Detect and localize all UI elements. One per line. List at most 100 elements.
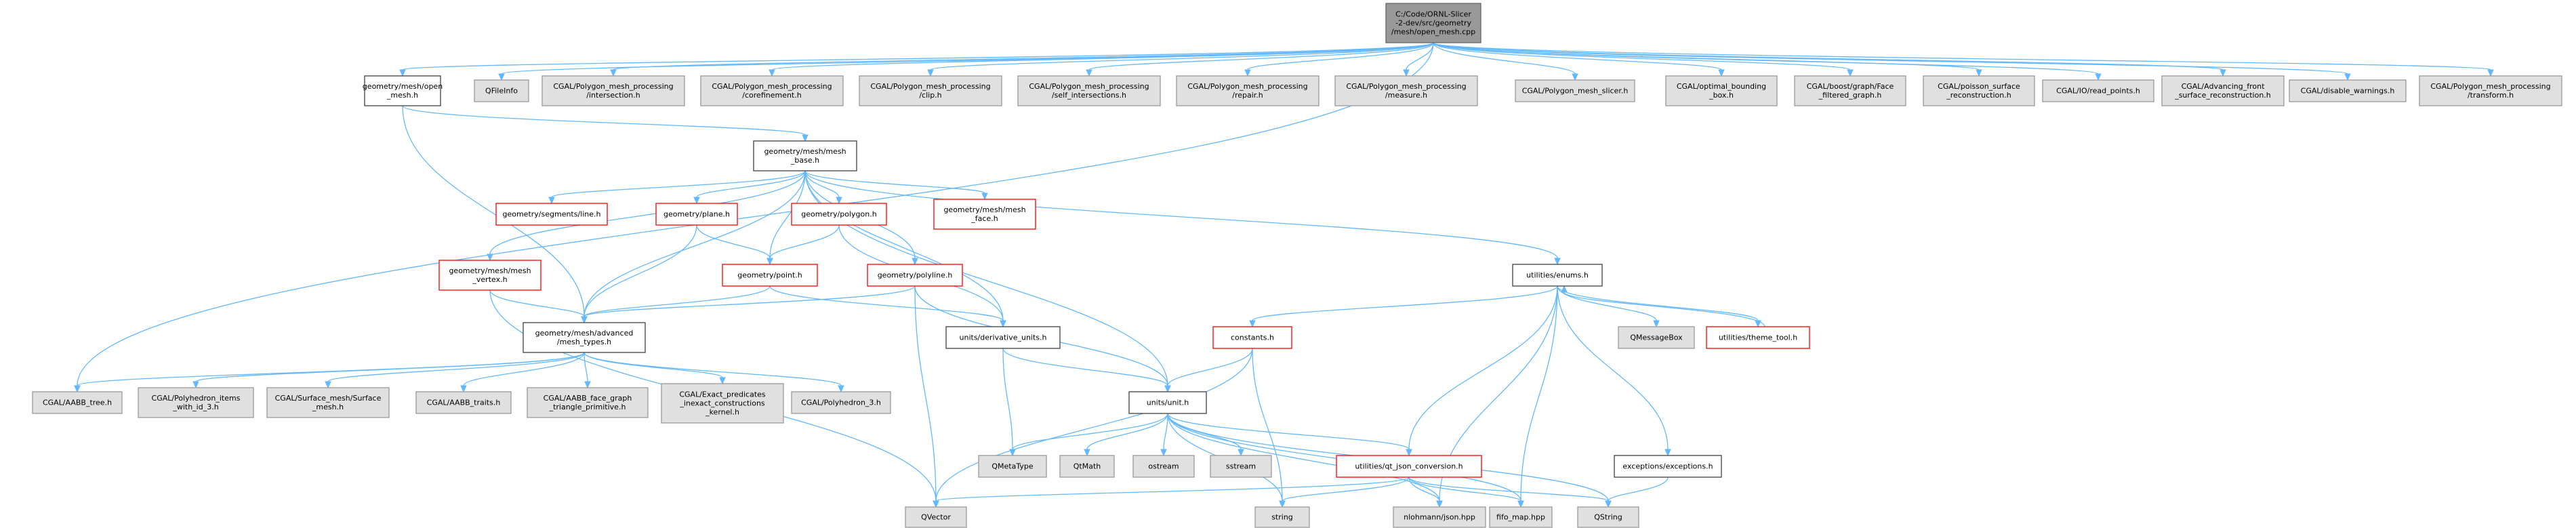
arrowhead [325, 381, 331, 389]
node-box [700, 75, 844, 106]
node-plane[interactable]: geometry/plane.h [655, 203, 738, 226]
node-pmp-intersection: CGAL/Polygon_mesh_processing/intersectio… [541, 75, 685, 106]
arrowhead [1664, 449, 1671, 457]
node-box [1618, 326, 1695, 349]
node-sstream: sstream [1210, 455, 1272, 478]
node-box [523, 322, 646, 353]
node-open-mesh[interactable]: geometry/mesh/open_mesh.h [363, 75, 443, 106]
node-box [1794, 75, 1906, 106]
node-box [1515, 79, 1635, 102]
arrowhead [584, 381, 591, 389]
node-polyline[interactable]: geometry/polyline.h [867, 264, 963, 287]
arrowhead [1084, 449, 1090, 457]
arrowhead [1561, 285, 1568, 293]
node-mesh-face[interactable]: geometry/mesh/mesh_face.h [933, 199, 1036, 230]
node-label: ostream [1148, 462, 1179, 471]
node-face-filtered: CGAL/boost/graph/Face_filtered_graph.h [1794, 75, 1906, 106]
arrowhead [2220, 69, 2226, 77]
node-theme-tool[interactable]: utilities/theme_tool.h [1706, 326, 1810, 349]
node-label: utilities/enums.h [1526, 271, 1589, 280]
node-poisson: CGAL/poisson_surface_reconstruction.h [1923, 75, 2035, 106]
node-string: string [1254, 506, 1310, 528]
arrowhead [1249, 320, 1256, 328]
edge-layer [74, 42, 2494, 508]
arrowhead [927, 69, 934, 77]
node-label: CGAL/Polyhedron_3.h [801, 399, 881, 407]
edge-root-to-pmp_repair [1244, 42, 1434, 77]
node-box [1706, 326, 1810, 349]
node-label: /repair.h [1232, 91, 1263, 100]
arrowhead [192, 381, 199, 389]
node-exceptions[interactable]: exceptions/exceptions.h [1614, 455, 1722, 478]
node-label: _reconstruction.h [1946, 91, 2011, 100]
node-root[interactable]: C:/Code/ORNL-Slicer-2-dev/src/geometry/m… [1385, 3, 1481, 43]
node-label: QFileInfo [485, 87, 518, 96]
node-label: _mesh.h [312, 403, 344, 411]
node-label: _vertex.h [472, 275, 507, 284]
node-unit[interactable]: units/unit.h [1128, 391, 1207, 414]
node-label: exceptions/exceptions.h [1622, 462, 1713, 471]
node-label: QtMath [1074, 462, 1101, 471]
node-label: CGAL/disable_warnings.h [2301, 87, 2395, 96]
node-label: _with_id_3.h [172, 403, 218, 411]
arrowhead [719, 377, 726, 385]
node-segments-line[interactable]: geometry/segments/line.h [495, 203, 608, 226]
node-pmp-transform: CGAL/Polygon_mesh_processing/transform.h [2419, 75, 2562, 106]
node-label: CGAL/Polygon_mesh_processing [553, 82, 673, 91]
edge-advanced_mesh_types-to-aabb_face_graph [584, 352, 591, 389]
arrowhead [1976, 69, 1982, 77]
node-label: utilities/qt_json_conversion.h [1355, 462, 1463, 471]
node-label: fifo_map.hpp [1496, 513, 1545, 522]
node-label: geometry/mesh/mesh [943, 205, 1025, 214]
node-label: CGAL/AABB_tree.h [43, 399, 112, 407]
node-box [527, 387, 649, 418]
node-label: CGAL/Polyhedron_items [152, 394, 241, 403]
node-box [1210, 455, 1272, 478]
node-box [438, 260, 541, 291]
node-qt-json[interactable]: utilities/qt_json_conversion.h [1336, 455, 1482, 478]
node-box [791, 391, 891, 414]
node-label: nlohmann/json.hpp [1404, 513, 1475, 522]
node-derivative-units[interactable]: units/derivative_units.h [945, 326, 1061, 349]
edge-root-to-face_filtered [1433, 42, 1854, 77]
node-box [474, 79, 529, 102]
node-label: /mesh_types.h [557, 338, 611, 346]
arrowhead [1436, 500, 1443, 508]
node-box [859, 75, 1002, 106]
node-enums[interactable]: utilities/enums.h [1512, 264, 1603, 287]
node-box [541, 75, 685, 106]
node-box [1059, 455, 1115, 478]
node-label: _mesh.h [386, 91, 418, 100]
edge-mesh_base-to-mesh_vertex [487, 170, 806, 262]
edge-open_mesh-to-mesh_base [402, 105, 809, 142]
node-label: units/unit.h [1147, 399, 1189, 407]
node-aabb-tree: CGAL/AABB_tree.h [32, 391, 123, 414]
node-box [138, 387, 254, 418]
arrowhead [1847, 69, 1854, 77]
edge-root-to-pmp_selfint [1086, 42, 1434, 77]
node-mesh-vertex[interactable]: geometry/mesh/mesh_vertex.h [438, 260, 541, 291]
node-constants[interactable]: constants.h [1212, 326, 1292, 349]
arrowhead [1279, 500, 1286, 508]
node-polygon[interactable]: geometry/polygon.h [791, 203, 887, 226]
edge-qt_json-to-qvector [933, 476, 1410, 508]
edge-enums-to-fifo_map [1517, 285, 1558, 508]
node-polyhedron-3: CGAL/Polyhedron_3.h [791, 391, 891, 414]
arrowhead [838, 385, 844, 393]
node-qtmath: QtMath [1059, 455, 1115, 478]
node-box [2161, 75, 2285, 106]
edge-unit-to-qtmath [1084, 413, 1168, 457]
node-box [791, 203, 887, 226]
node-advanced-mesh-types[interactable]: geometry/mesh/advanced/mesh_types.h [523, 322, 646, 353]
node-label: /corefinement.h [742, 91, 801, 100]
arrowhead [581, 316, 588, 324]
node-label: geometry/mesh/mesh [764, 147, 846, 156]
node-label: constants.h [1231, 333, 1274, 342]
node-label: geometry/segments/line.h [502, 210, 600, 219]
edge-root-to-pmp_clip [927, 42, 1434, 77]
node-point[interactable]: geometry/point.h [722, 264, 818, 287]
arrowhead [1718, 69, 1725, 77]
node-mesh-base[interactable]: geometry/mesh/mesh_base.h [753, 140, 857, 171]
node-label: geometry/mesh/advanced [535, 329, 634, 338]
node-label: _kernel.h [705, 408, 739, 417]
